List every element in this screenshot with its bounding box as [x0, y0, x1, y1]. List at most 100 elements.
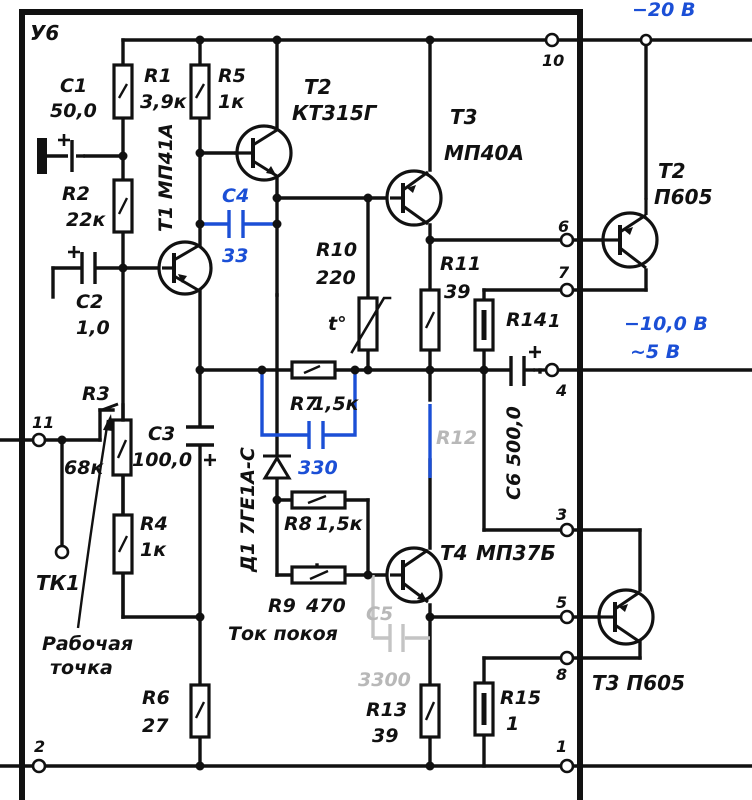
- c3-value: 100,0: [132, 449, 192, 471]
- t1-symbol: [157, 240, 213, 296]
- r14-ref: R14: [506, 309, 547, 331]
- r5-ref: R5: [218, 65, 246, 87]
- supply-neg20: −20 В: [632, 0, 695, 21]
- c5-ref: C5: [366, 603, 393, 625]
- resistors: [111, 63, 495, 739]
- pin-1-terminal: [559, 758, 575, 774]
- c1-value: 50,0: [50, 100, 97, 122]
- module-frame: [19, 9, 583, 800]
- r2-ref: R2: [62, 183, 90, 205]
- t4-value: МП37Б: [476, 541, 556, 565]
- idle-current-label: Ток покоя: [228, 623, 338, 645]
- t3-p605-symbol: [597, 588, 655, 646]
- r15-ref: R15: [500, 687, 541, 709]
- supply-ac5: ~5 В: [630, 341, 680, 363]
- t3-ref: Т3: [450, 105, 478, 129]
- t3-mp40a-symbol: [385, 169, 443, 227]
- pin-2-terminal: [31, 758, 47, 774]
- r9-value: 470: [305, 595, 346, 617]
- r7-ref: R7: [290, 393, 319, 415]
- r10-thermal-symbol: t°: [328, 313, 347, 335]
- r9-ref: R9: [268, 595, 296, 617]
- c4-ref: C4: [222, 185, 249, 207]
- pin-2-label: 2: [34, 737, 45, 756]
- pin-7-label: 7: [558, 263, 570, 282]
- r10-value: 220: [316, 267, 356, 289]
- r15-value: 1: [506, 713, 519, 735]
- c1-ref: C1: [60, 75, 87, 97]
- junction-dots: [57, 35, 651, 771]
- r8-value: 1,5к: [316, 513, 364, 535]
- pin-11-label: 11: [32, 413, 54, 432]
- polarity-marks: [58, 134, 541, 466]
- bias-note-line2: точка: [50, 657, 113, 679]
- t1-ref: T1 МП41А: [155, 123, 177, 232]
- r4-ref: R4: [140, 513, 168, 535]
- r6-value: 27: [142, 715, 169, 737]
- pin-4-terminal: [544, 362, 560, 378]
- r5-value: 1к: [218, 91, 245, 113]
- r13-ref: R13: [366, 699, 407, 721]
- t3-out-ref: Т3 П605: [592, 671, 685, 695]
- pin-1-label: 1: [556, 737, 567, 756]
- pin-6-label: 6: [558, 217, 569, 236]
- r11-ref: R11: [440, 253, 481, 275]
- bias-note-line1: Рабочая: [42, 633, 133, 655]
- r7-value: 1,5к: [312, 393, 360, 415]
- t4-ref: Т4: [440, 541, 468, 565]
- blue-wiring: [200, 222, 432, 478]
- c2-ref: C2: [76, 291, 103, 313]
- r10-ref: R10: [316, 239, 357, 261]
- supply-neg10: −10,0 В: [624, 313, 708, 335]
- c6-ref: C6 500,0: [503, 406, 525, 500]
- tk1-terminal: [54, 544, 70, 560]
- tk1-label: ТК1: [36, 571, 80, 595]
- r1-value: 3,9к: [140, 91, 188, 113]
- t2-ref: Т2: [304, 75, 332, 99]
- pin-3-terminal: [559, 522, 575, 538]
- t2-out-value: П605: [654, 185, 713, 209]
- d1-ref: Д1 7ГЕ1А-С: [237, 447, 259, 573]
- pin-8-label: 8: [556, 665, 567, 684]
- r4-value: 1к: [140, 539, 167, 561]
- pin-10-label: 10: [542, 51, 564, 70]
- t2-value: КТ315Г: [292, 101, 378, 125]
- c3-ref: C3: [148, 423, 175, 445]
- r13-value: 39: [372, 725, 398, 747]
- c2-value: 1,0: [76, 317, 110, 339]
- r12-ref: R12: [436, 427, 477, 449]
- r1-ref: R1: [144, 65, 172, 87]
- t3-value: МП40А: [444, 141, 524, 165]
- r3-ref: R3: [82, 383, 110, 405]
- pin-8-terminal: [559, 650, 575, 666]
- block-label: У6: [30, 21, 59, 45]
- wiring: [0, 38, 752, 768]
- pin-4-label: 4: [555, 381, 567, 400]
- c5-gray: [371, 575, 430, 652]
- capacitors: [37, 138, 535, 449]
- pin-6-terminal: [559, 232, 575, 248]
- t2-p605-symbol: [601, 198, 659, 270]
- r11-value: 39: [444, 281, 470, 303]
- t2-out-ref: Т2: [658, 159, 686, 183]
- t2-kt315-symbol: [234, 124, 293, 182]
- r8-ref: R8: [284, 513, 312, 535]
- r14-pin-label: 1: [548, 311, 561, 332]
- r6-ref: R6: [142, 687, 170, 709]
- pin-7-terminal: [559, 282, 575, 298]
- pin-10-terminal: [544, 32, 560, 48]
- labels: У6 −20 В −10,0 В ~5 В 10 6 7 1 4 3 5 8 1…: [30, 0, 713, 756]
- d1-diode-symbol: [262, 453, 292, 480]
- pin-5-label: 5: [556, 593, 567, 612]
- t4-mp37b-symbol: [385, 546, 443, 604]
- transistors: [157, 124, 659, 646]
- pin-11-terminal: [31, 432, 47, 448]
- c4-value: 33: [222, 245, 248, 267]
- bias-pointer: [76, 419, 110, 629]
- r3-value: 68к: [64, 457, 104, 479]
- pin-3-label: 3: [556, 505, 567, 524]
- supply-terminal: [639, 33, 653, 47]
- c330-value: 330: [298, 457, 338, 479]
